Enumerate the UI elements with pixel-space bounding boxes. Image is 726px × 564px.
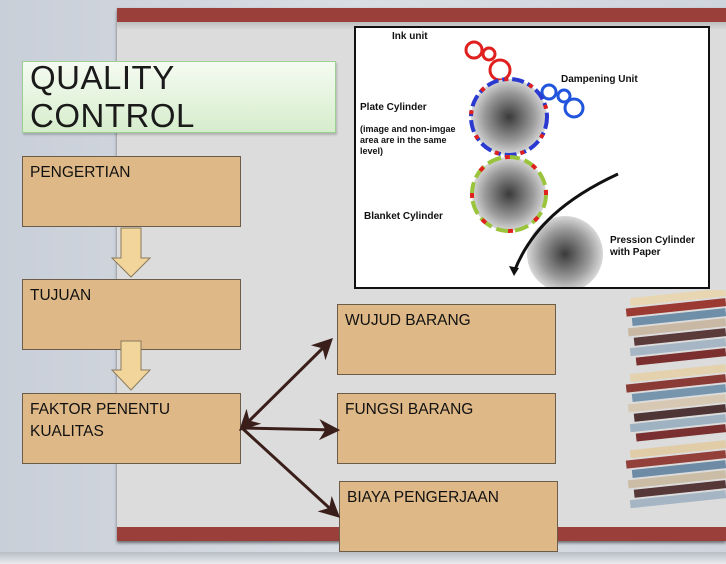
dampening-unit-label: Dampening Unit xyxy=(561,74,638,85)
plate-note-label: (image and non-imgae area are in the sam… xyxy=(360,124,456,156)
box-pengertian: PENGERTIAN xyxy=(22,156,241,227)
paper-path xyxy=(512,172,619,273)
box-tujuan: TUJUAN xyxy=(22,279,241,350)
pression-cylinder xyxy=(527,216,603,287)
plate-cylinder-label: Plate Cylinder xyxy=(360,102,427,113)
dampening-roller-1 xyxy=(540,83,558,101)
box-wujud-barang: WUJUD BARANG xyxy=(337,304,556,375)
box-fungsi-barang: FUNGSI BARANG xyxy=(337,393,556,464)
plate-cylinder xyxy=(471,79,547,155)
ink-roller-2 xyxy=(481,46,497,62)
pression-cylinder-label: Pression Cylinder with Paper xyxy=(610,235,696,258)
ink-roller-1 xyxy=(464,40,484,60)
blanket-cylinder-label: Blanket Cylinder xyxy=(364,211,443,222)
pencil-stack xyxy=(625,290,726,509)
dampening-roller-3 xyxy=(563,97,585,119)
page-title: QUALITY CONTROL xyxy=(22,59,336,134)
ink-roller-3 xyxy=(488,58,512,82)
offset-printing-illustration: Ink unit Dampening Unit Plate Cylinder (… xyxy=(354,26,710,289)
pencils-image xyxy=(625,290,726,509)
cylinders-graphic xyxy=(464,40,619,287)
box-biaya-pengerjaan: BIAYA PENGERJAAN xyxy=(339,481,558,552)
bottom-strip xyxy=(0,552,726,564)
dampening-roller-2 xyxy=(556,88,572,104)
box-faktor-penentu-kualitas: FAKTOR PENENTU KUALITAS xyxy=(22,393,241,464)
ink-unit-label: Ink unit xyxy=(392,31,428,42)
blanket-cylinder xyxy=(472,157,546,231)
